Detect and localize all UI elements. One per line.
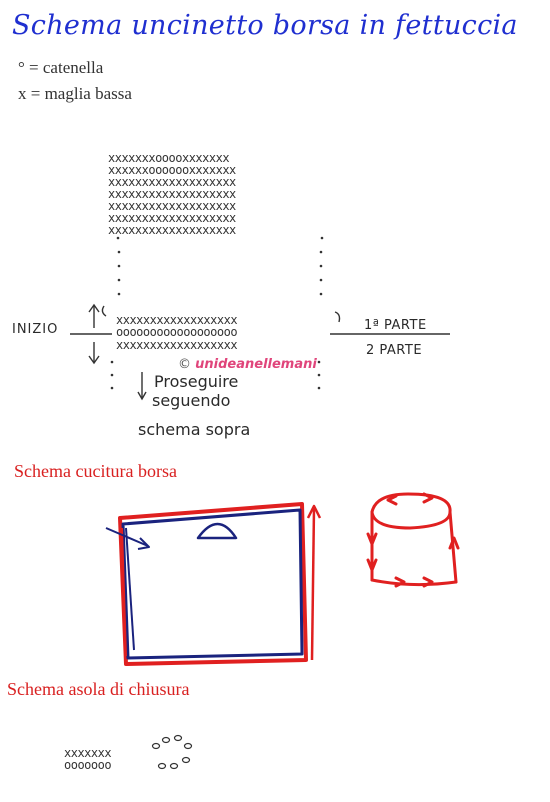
base-chain-row: oooooooooooooooooo: [116, 325, 238, 339]
watermark: © unideanellemani: [178, 357, 317, 372]
stitch-row: xxxxxxooooooxxxxxxx: [108, 163, 236, 177]
buttonhole-chain-row: ooooooo: [64, 758, 112, 772]
stitch-row: xxxxxxxxxxxxxxxxxxx: [108, 211, 236, 225]
legend-maglia-bassa: x = maglia bassa: [18, 84, 132, 103]
buttonhole-section-title: Schema asola di chiusura: [7, 679, 190, 699]
closure-sewing-drawing: [366, 492, 460, 588]
diagram-title: Schema uncinetto borsa in fettuccia: [12, 10, 518, 41]
bag-inner-blue-seam: [125, 527, 135, 651]
stitch-row: xxxxxxxxxxxxxxxxxxx: [108, 223, 236, 237]
stitch-row: xxxxxxxxxxxxxxxxxxx: [108, 187, 236, 201]
bag-outline-red: [118, 502, 308, 666]
continue-note-line1: Proseguire: [154, 372, 239, 391]
stitch-row: xxxxxxxxxxxxxxxxxxx: [108, 199, 236, 213]
dotted-guide-lines: [110, 236, 324, 390]
copyright-icon: ©: [178, 357, 191, 372]
buttonhole-chain-arc: [151, 734, 193, 770]
bag-inner-red-seam: [121, 527, 127, 657]
stitch-row: xxxxxxxxxxxxxxxxxxx: [108, 175, 236, 189]
part-one-label: 1ª PARTE: [364, 318, 427, 333]
base-stitch-row-1: xxxxxxxxxxxxxxxxxx: [116, 313, 238, 327]
legend-catenella: ° = catenella: [18, 58, 104, 77]
stitch-direction-arrow-red: [310, 507, 316, 661]
continue-note-line2: seguendo: [152, 391, 231, 410]
crochet-chart-top-block: xxxxxxxooooxxxxxxx xxxxxxooooooxxxxxxx x…: [108, 152, 236, 236]
buttonhole-stitch-row: xxxxxxx: [64, 746, 112, 760]
start-line: [70, 303, 450, 401]
stitch-row: xxxxxxxooooxxxxxxx: [108, 151, 230, 165]
part-two-label: 2 PARTE: [366, 343, 423, 358]
start-label: INIZIO: [12, 322, 59, 337]
bag-handle-slot: [196, 522, 238, 540]
bag-sewing-drawing: [105, 502, 322, 666]
sewing-section-title: Schema cucitura borsa: [14, 461, 177, 481]
watermark-brand: unideanellemani: [195, 357, 317, 372]
continue-note-line3: schema sopra: [138, 420, 251, 439]
base-stitch-row-2: xxxxxxxxxxxxxxxxxx: [116, 338, 238, 352]
bag-outline-blue: [121, 508, 304, 660]
stitch-direction-arrow-blue: [105, 527, 149, 547]
